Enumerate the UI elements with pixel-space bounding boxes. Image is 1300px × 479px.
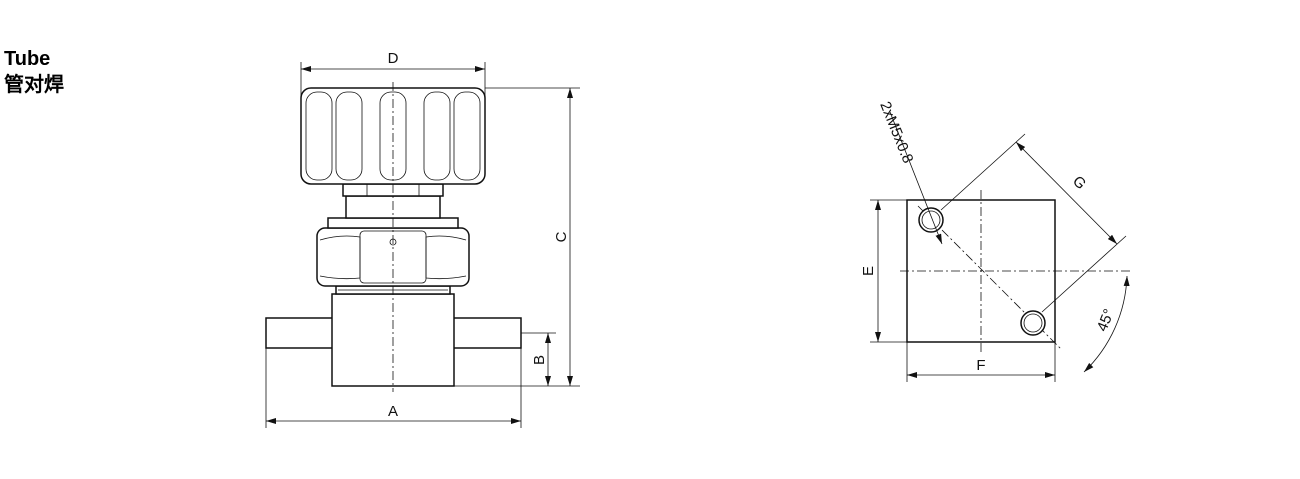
- dimension-d-label: D: [388, 50, 399, 67]
- title-chinese: 管对焊: [4, 74, 64, 96]
- valve-side-view: D C B A: [265, 50, 580, 428]
- dimension-b-label: B: [531, 355, 548, 365]
- dimension-g-label: G: [1069, 173, 1089, 193]
- dimension-g-line: [1015, 141, 1118, 245]
- thread-leader: [889, 111, 943, 245]
- mount-hole-1: [918, 207, 944, 233]
- dimension-c-label: C: [553, 231, 570, 242]
- thread-label: 2xM5x0.8: [876, 99, 916, 166]
- mounting-block-view: 2xM5x0.8 G E F 45°: [860, 99, 1130, 382]
- dimension-f-label: F: [976, 357, 985, 374]
- drawing-title: Tube 管对焊: [4, 46, 64, 98]
- title-english: Tube: [4, 48, 51, 70]
- dimension-a-label: A: [388, 403, 398, 420]
- dimension-e-label: E: [860, 266, 877, 276]
- mount-hole-2: [1020, 310, 1046, 336]
- angle-arc: [1083, 275, 1130, 373]
